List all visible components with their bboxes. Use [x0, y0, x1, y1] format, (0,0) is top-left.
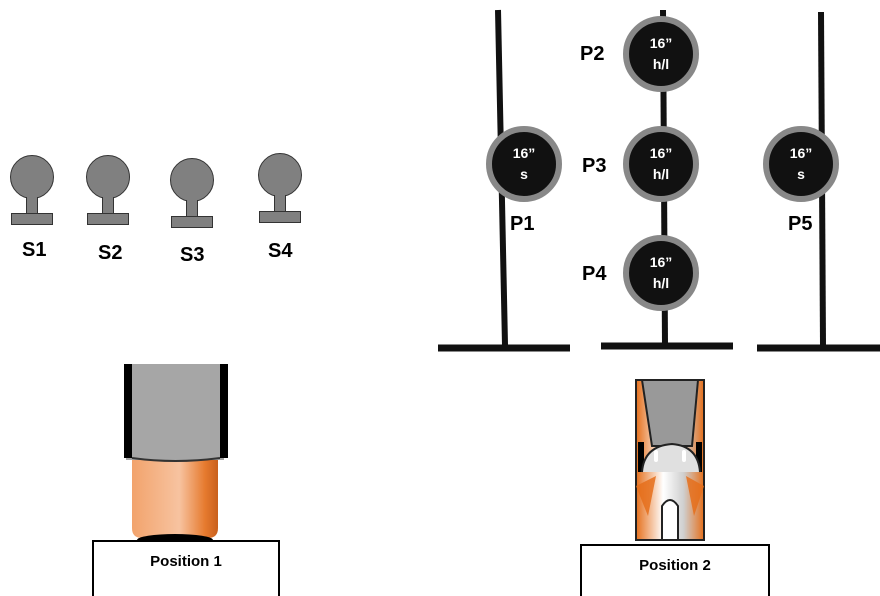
arm-left	[124, 364, 132, 458]
position-1-label: Position 1	[150, 553, 222, 570]
steel-head	[10, 155, 54, 199]
plate-label-p3: P3	[582, 155, 607, 177]
upper-body	[640, 379, 700, 447]
plate-size: 16”	[512, 145, 536, 161]
plate-label-p4: P4	[582, 263, 607, 285]
steel-target-s2	[86, 155, 130, 225]
plate-size: 16”	[649, 254, 673, 270]
steel-head	[86, 155, 130, 199]
steel-label-s2: S2	[98, 242, 123, 264]
position-2-figure	[635, 379, 705, 541]
position-1-figure	[124, 364, 228, 546]
steel-target-s1	[10, 155, 54, 225]
plate-size: 16”	[649, 145, 673, 161]
plate-p2: 16” h/l	[623, 16, 699, 92]
plate-type: h/l	[652, 275, 670, 291]
plate-p1: 16” s	[486, 126, 562, 202]
plate-p3: 16” h/l	[623, 126, 699, 202]
plate-label-p1: P1	[510, 213, 535, 235]
steel-base	[171, 216, 213, 228]
plate-type: h/l	[652, 166, 670, 182]
steel-label-s3: S3	[180, 244, 205, 266]
plate-size: 16”	[649, 35, 673, 51]
steel-base	[259, 211, 301, 223]
arm-right	[220, 364, 228, 458]
lower-body	[132, 455, 218, 538]
position-1-box: Position 1	[92, 540, 280, 596]
plate-label-p2: P2	[580, 43, 605, 65]
plate-p4: 16” h/l	[623, 235, 699, 311]
plate-type: s	[520, 166, 528, 182]
steel-head	[170, 158, 214, 202]
steel-target-s3	[170, 158, 214, 228]
plate-size: 16”	[789, 145, 813, 161]
upper-body	[126, 364, 224, 460]
plate-type: h/l	[652, 56, 670, 72]
steel-target-s4	[258, 153, 302, 223]
steel-base	[11, 213, 53, 225]
position-2-box: Position 2	[580, 544, 770, 596]
legs-gap	[661, 499, 679, 541]
position-2-label: Position 2	[639, 557, 711, 574]
steel-base	[87, 213, 129, 225]
plate-type: s	[797, 166, 805, 182]
plate-p5: 16” s	[763, 126, 839, 202]
steel-label-s4: S4	[268, 240, 293, 262]
steel-label-s1: S1	[22, 239, 47, 261]
plate-label-p5: P5	[788, 213, 813, 235]
